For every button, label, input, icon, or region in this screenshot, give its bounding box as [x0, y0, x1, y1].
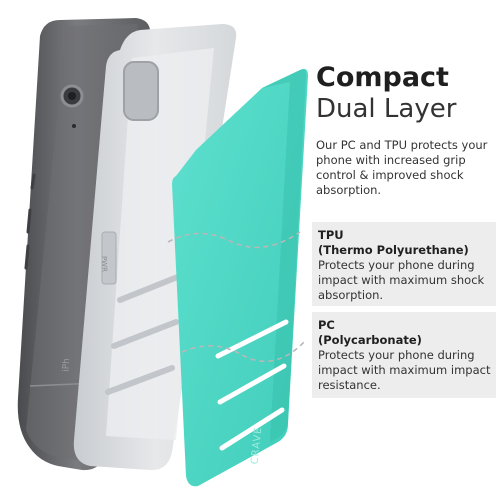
- pc-info-panel: PC (Polycarbonate) Protects your phone d…: [312, 312, 496, 398]
- intro-text: Our PC and TPU protects your phone with …: [316, 138, 488, 197]
- headline: Compact Dual Layer: [316, 64, 496, 122]
- tpu-description: Protects your phone during impact with m…: [318, 258, 485, 302]
- pc-subtitle: (Polycarbonate): [318, 333, 422, 347]
- pwr-label: PWR: [99, 255, 109, 273]
- pc-title: PC: [318, 318, 335, 332]
- tpu-inner-case: [73, 24, 237, 471]
- pc-description: Protects your phone during impact with m…: [318, 348, 491, 392]
- connector-lines: [167, 231, 307, 363]
- headline-light: Dual Layer: [316, 94, 457, 124]
- headline-strong: Compact: [316, 62, 449, 93]
- tpu-subtitle: (Thermo Polyurethane): [318, 243, 469, 257]
- tpu-title: TPU: [318, 228, 344, 242]
- iphone-partial-text: iPh: [61, 358, 73, 372]
- pc-outer-shell: [172, 68, 308, 487]
- tpu-info-panel: TPU (Thermo Polyurethane) Protects your …: [312, 222, 496, 306]
